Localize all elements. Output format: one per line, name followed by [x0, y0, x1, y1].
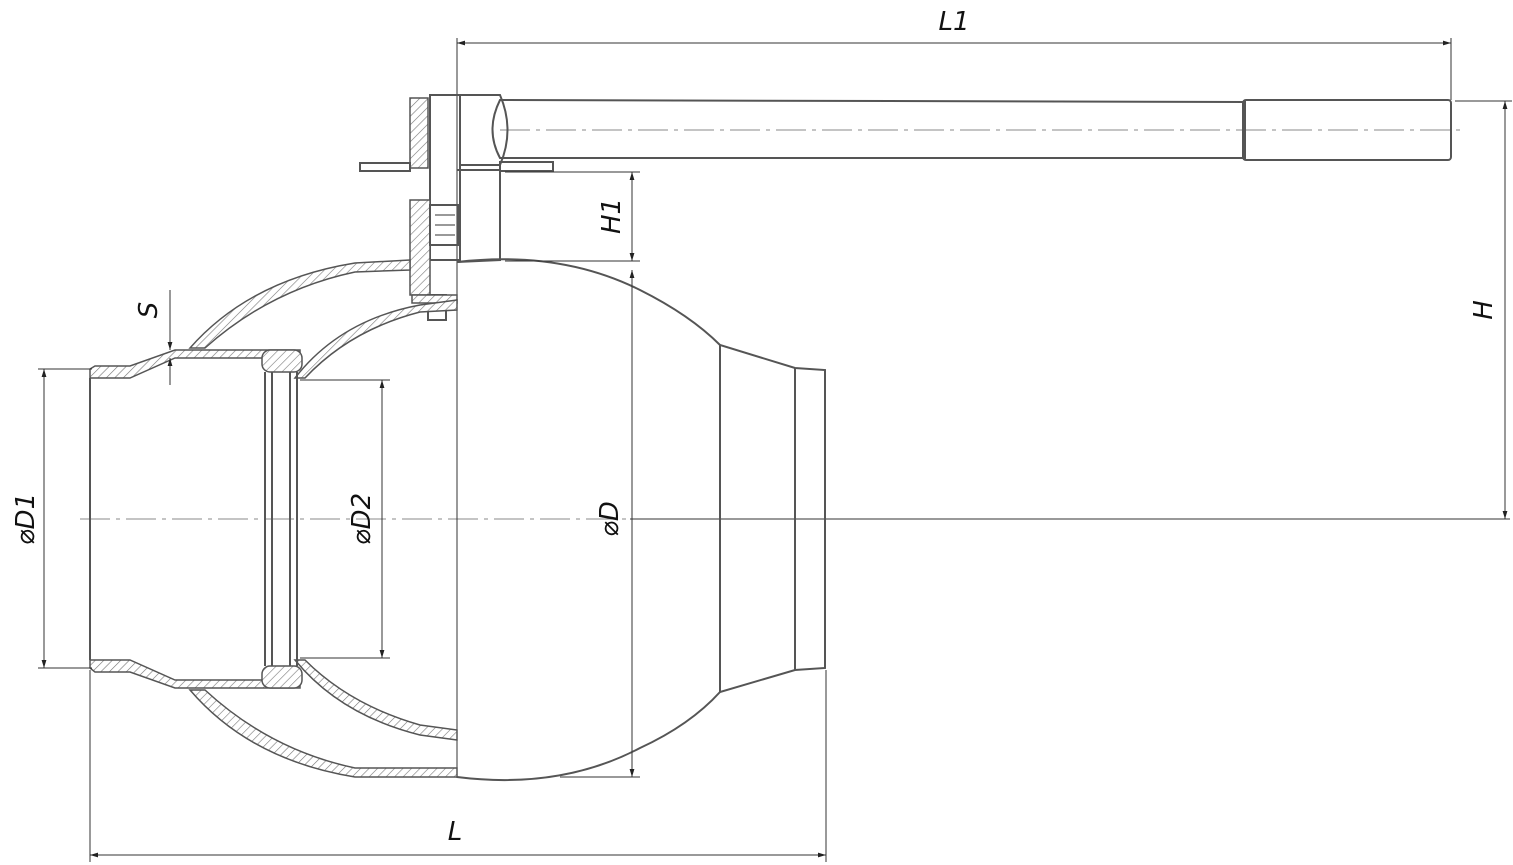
- label-L1: L1: [938, 7, 969, 37]
- label-L: L: [448, 817, 463, 847]
- centerlines: [80, 38, 1510, 778]
- valve-body: [89, 258, 826, 782]
- label-D2: ⌀D2: [347, 493, 377, 545]
- label-S: S: [134, 302, 164, 319]
- handle: [359, 94, 1452, 321]
- label-H: H: [1469, 300, 1499, 320]
- dimensions: L1 H H1 ⌀D ⌀D2 ⌀D1 S L: [11, 7, 1512, 862]
- label-H1: H1: [597, 198, 627, 234]
- label-D1: ⌀D1: [11, 493, 41, 545]
- label-D: ⌀D: [595, 501, 625, 537]
